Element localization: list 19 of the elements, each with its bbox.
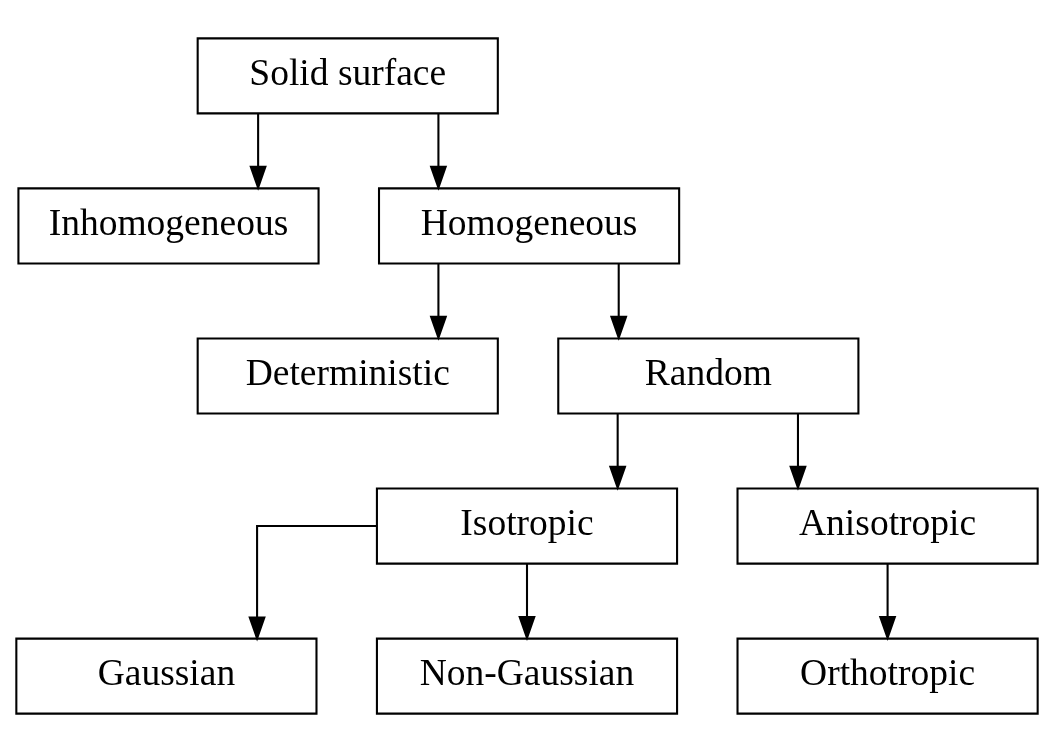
node-box: Deterministic	[196, 336, 499, 415]
node-box: Anisotropic	[736, 487, 1039, 565]
node-box: Homogeneous	[377, 186, 681, 264]
arrow	[609, 263, 628, 341]
arrow	[608, 413, 627, 491]
node-box: Non-Gaussian	[375, 637, 679, 715]
arrow	[429, 263, 448, 341]
arrow	[248, 524, 377, 641]
arrow	[249, 113, 267, 191]
node-box: Orthotropic	[736, 637, 1039, 715]
arrow	[429, 113, 448, 191]
arrow	[878, 563, 897, 641]
arrow	[789, 413, 807, 491]
node-box: Solid surface	[196, 36, 499, 114]
node-box: Gaussian	[15, 637, 318, 715]
node-box: Inhomogeneous	[17, 186, 320, 264]
arrow	[518, 563, 536, 641]
node-box: Isotropic	[375, 487, 679, 565]
node-box: Random	[557, 336, 860, 415]
